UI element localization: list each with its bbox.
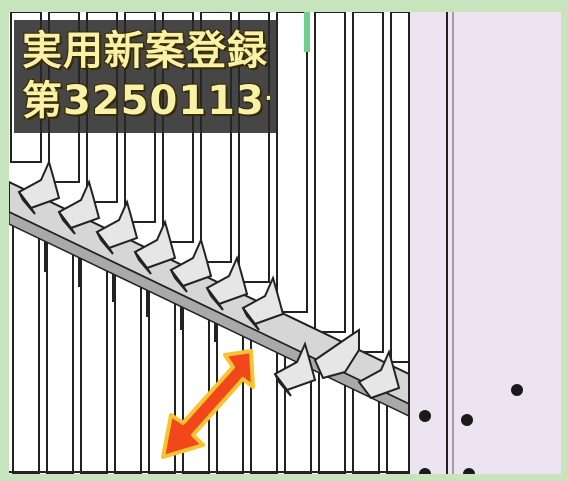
badge-title: 実用新案登録 <box>22 28 268 74</box>
double-headed-arrow-icon <box>161 349 255 459</box>
bolts <box>419 384 523 474</box>
post-panel <box>408 12 561 474</box>
fence-diagram <box>9 12 561 474</box>
fence-drawing <box>9 12 561 474</box>
green-stake <box>304 12 310 52</box>
badge-number: 第3250113号 <box>22 78 270 124</box>
utility-model-badge: 実用新案登録 第3250113号 <box>14 20 278 133</box>
rail-clips <box>17 159 401 400</box>
